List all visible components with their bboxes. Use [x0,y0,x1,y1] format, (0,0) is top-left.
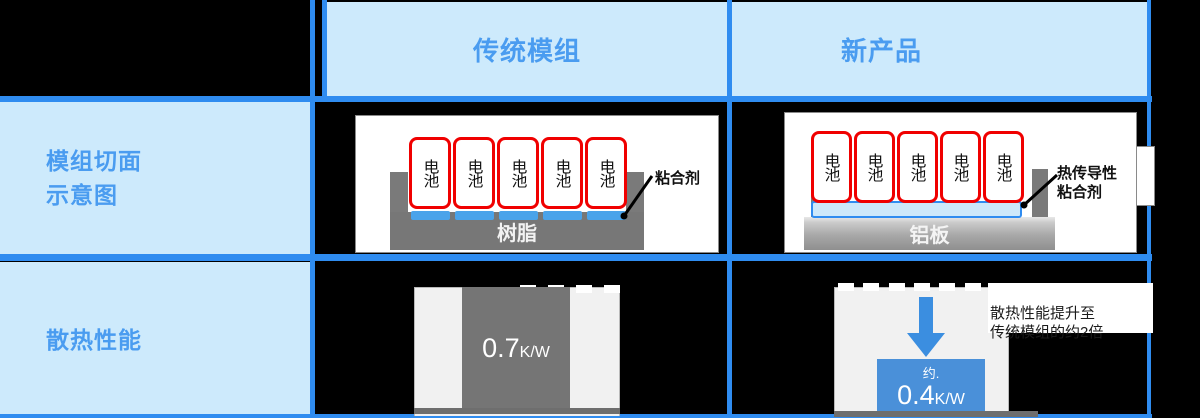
chart-new-bar: 约. 0.4 K/W [877,359,985,414]
battery-cell: 电池 [854,131,895,203]
battery-cell: 电池 [897,131,938,203]
battery-cell: 电池 [585,137,627,209]
column-header-traditional: 传统模组 [327,2,727,96]
chart-traditional-bar: 0.7 K/W [462,287,570,410]
adhesive-strip [543,211,582,220]
column-header-new: 新产品 [731,2,1150,96]
battery-cell-label: 电池 [951,153,971,181]
notch [888,283,905,291]
row-header-cross-section: 模组切面 示意图 [0,102,310,254]
row-header-cross-section-line1: 模组切面 [46,147,142,174]
battery-cell-label: 电池 [509,159,528,187]
battery-cell: 电池 [453,137,495,209]
chart-traditional: 0.7 K/W [412,285,622,418]
battery-cell-label: 电池 [822,153,842,181]
battery-cell: 电池 [541,137,583,209]
chart-new-baseline [834,411,1038,417]
chart-traditional-unit: K/W [519,344,550,361]
diagram-new-overhang [1137,146,1155,206]
battery-cell-label: 电池 [597,159,616,187]
battery-cell-label: 电池 [994,153,1014,181]
chart-new-annotation: 散热性能提升至 传统模组的约2倍 [990,284,1156,343]
notch [604,285,620,293]
grid-line-horizontal-top [0,96,1152,102]
row-header-cross-section-line2: 示意图 [46,182,118,208]
adhesive-strip [455,211,494,220]
resin-wall-left [390,172,408,220]
diagram-new-panel: 铝板 电池 电池 电池 电池 电池 [784,112,1137,253]
thermal-adhesive-leader-line [1020,173,1059,209]
battery-cell: 电池 [983,131,1024,203]
chart-new-annotation-text: 散热性能提升至 传统模组的约2倍 [990,304,1104,342]
battery-cell: 电池 [409,137,451,209]
chart-new-annotation-backdrop [988,283,1153,333]
grid-line-vertical-middle [727,0,732,418]
notch [576,285,592,293]
chart-new-prefix: 约. [922,365,940,381]
battery-cell: 电池 [497,137,539,209]
notch [913,283,930,291]
battery-cell-label: 电池 [908,153,928,181]
module-wall-right [1032,169,1048,217]
notch [964,283,981,291]
adhesive-leader-line [620,175,654,220]
grid-line-horizontal-bottom [0,414,1152,418]
callout-adhesive-traditional-label: 粘合剂 [655,170,701,188]
column-header-new-label: 新产品 [841,35,923,66]
notch [838,283,854,291]
grid-line-vertical-col1-inner [322,0,327,96]
battery-cell-label: 电池 [865,153,885,181]
chart-new: 约. 0.4 K/W [832,283,1054,418]
row-header-thermal-performance-label: 散热性能 [46,327,142,353]
notch [939,283,956,291]
adhesive-strip [587,211,626,220]
adhesive-strip [499,211,538,220]
battery-cell: 电池 [940,131,981,203]
column-header-traditional-label: 传统模组 [472,35,581,66]
battery-cell-label: 电池 [465,159,484,187]
chart-new-notches [838,283,1006,291]
chart-traditional-baseline [414,408,620,414]
battery-cell-label: 电池 [421,159,440,187]
grid-line-vertical-right [1147,0,1151,418]
resin-base-label: 树脂 [497,223,537,245]
improvement-arrow-icon [907,297,945,357]
aluminum-plate: 铝板 [804,217,1055,250]
chart-new-value: 0.4 [897,379,935,410]
grid-line-horizontal-middle [0,254,1152,261]
aluminum-plate-label: 铝板 [909,225,950,247]
adhesive-strip [411,211,450,220]
diagram-traditional-panel: 树脂 电池 电池 电池 电池 电池 [355,115,719,253]
callout-thermal-adhesive-new-label: 热传导性 粘合剂 [1057,165,1118,201]
chart-new-unit: K/W [934,390,965,408]
row-header-thermal-performance: 散热性能 [0,262,310,414]
grid-line-vertical-left [310,0,315,418]
callout-adhesive-traditional: 粘合剂 [655,152,700,189]
battery-cell: 电池 [811,131,852,203]
callout-thermal-adhesive-new: 热传导性 粘合剂 [1057,147,1117,202]
chart-traditional-value: 0.7 [482,333,520,363]
battery-cell-label: 电池 [553,159,572,187]
notch [863,283,880,291]
